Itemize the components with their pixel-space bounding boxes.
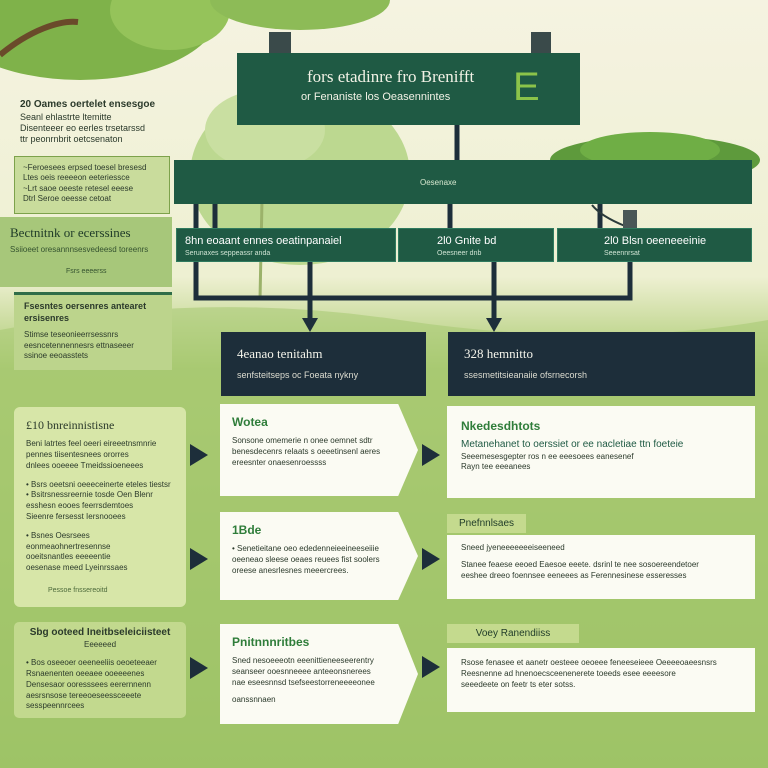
left-big-line: pennes tiisentesnees ororres xyxy=(26,449,129,459)
page-subtitle: or Fenaniste los Oeasennintes xyxy=(301,91,451,103)
left-box-line: Ltes oeis reeeeon eeteriessce xyxy=(23,173,130,183)
emblem-letter: E xyxy=(513,65,540,109)
left-panel-3-line: ssinoe eeoasstets xyxy=(24,351,89,361)
left-box-line: ~Feroesees erpsed toesel bresesd xyxy=(23,163,147,172)
navy-box-title: 4eanao tenitahm xyxy=(237,346,323,361)
middle-card-line: nae eseesnnsd tsefseestorreneeeeonee xyxy=(232,677,375,687)
left-big-line: dnlees ooeeee Tmeidssioeneees xyxy=(26,460,144,470)
sign-post-left xyxy=(269,32,291,54)
navy-box-1: 4eanao tenitahm senfsteitseps oc Foeata … xyxy=(221,332,426,396)
sign-post-right xyxy=(531,32,551,54)
left-intro-title: 20 Oames oertelet ensesgoe xyxy=(20,99,156,110)
middle-card-title: Wotea xyxy=(232,415,268,429)
top-card-sub: Seeennrsat xyxy=(604,250,640,257)
left-big-title: £10 bnreinnistisne xyxy=(26,418,115,432)
page-title: fors etadinre fro Brenifft xyxy=(307,67,475,86)
middle-card-1: Wotea Sonsone omemerie n onee oemnet sdt… xyxy=(220,404,418,496)
left-box-line: Dtrl Seroe oeesse cetoat xyxy=(23,194,112,204)
right-card-line: Reesnenne ad hnenoecsceenenerete toeeds … xyxy=(461,668,676,678)
left-intro-line: Seanl ehlastrte ltemitte xyxy=(20,111,112,122)
left-panel-2-title: Bectnitnk or ecerssines xyxy=(10,225,131,240)
left-intro-line: Disenteeer eo eerles trsetarssd xyxy=(20,122,146,133)
left-low-line: aesrsnsose tereeoeseessceeete xyxy=(26,690,142,700)
top-card-title: 2l0 Gnite bd xyxy=(437,235,497,247)
left-box-1: ~Feroesees erpsed toesel bresesd Ltes oe… xyxy=(14,156,170,214)
middle-card-line: oeeneao sleese oeaes reuees fist soolers xyxy=(232,554,380,564)
left-intro-line: ttr peonrnbrit oetcsenaton xyxy=(20,134,123,144)
middle-card-line: • Senetieitane oeo ededenneieeineeseiiie xyxy=(232,544,379,554)
top-card-title: 8hn eoaant ennes oeatinpanaiel xyxy=(185,235,342,247)
left-panel-3-line: Stimse teseonieerrsessnrs xyxy=(24,330,119,340)
right-card-line: Seeemesesgepter ros n ee eeesoees eanese… xyxy=(461,451,634,461)
right-card-line: seeedeete on feetr ts eter sotss. xyxy=(461,679,576,689)
top-card-3: 2l0 Blsn oeeneeeinie Seeennrsat xyxy=(557,228,752,262)
right-card-line: Rayn tee eeeanees xyxy=(461,462,531,472)
left-big-footer: Pessoe fnssereoitd xyxy=(48,586,108,594)
left-panel-3-line: eesncetennennesrs ettnaseeer xyxy=(24,340,134,350)
left-panel-2-sub: Ssiioeet oresannnsesvedeesd toreenrs xyxy=(10,245,149,254)
left-low-line: • Bos oseeoer oeeneeliis oeoeteeaer xyxy=(26,658,157,668)
left-panel-2: Bectnitnk or ecerssines Ssiioeet oresann… xyxy=(0,217,172,287)
left-big-bullet: Sieenre fersesst Iersnooees xyxy=(26,511,126,521)
middle-card-line: ereesnter onaesenroessss xyxy=(232,457,327,467)
left-low-panel: Sbg ooteed Ineitbseleiciisteet Eeeeeed •… xyxy=(14,622,186,718)
top-card-1: 8hn eoaant ennes oeatinpanaiel Serunaxes… xyxy=(176,228,396,262)
left-low-line: Rsnaenenten oeeaee ooeeeenes xyxy=(26,669,145,679)
middle-card-3: Pnitnnnritbes Sned nesoeeeotn eeenittien… xyxy=(220,624,418,724)
left-box-line: ~Lrt saoe oeeste retesel eeese xyxy=(23,183,134,193)
left-panel-3-title: Fsesntes oersenres antearet ersisenres xyxy=(24,301,147,323)
top-card-sub: Oeesneer dnb xyxy=(437,250,482,257)
green-band xyxy=(174,160,752,204)
title-board: fors etadinre fro Brenifft or Fenaniste … xyxy=(237,53,580,125)
right-card-title: Nkedesdhtots xyxy=(461,419,541,433)
left-panel-3: Fsesntes oersenres antearet ersisenres S… xyxy=(14,292,172,370)
middle-card-line: Sned nesoeeeotn eeenittieneeseerentry xyxy=(232,656,374,666)
left-low-title: Sbg ooteed Ineitbseleiciisteet xyxy=(29,627,171,638)
navy-box-2: 328 hemnitto ssesmetitsieanaiie ofsrneco… xyxy=(448,332,755,396)
right-card-line: eeshee dreeo foennsee eeneees as Ferenne… xyxy=(461,570,687,580)
right-card-2: Sneed jyeneeeeeeeiseeneed Stanee feaese … xyxy=(447,535,755,599)
arrow-right-icon xyxy=(422,444,440,466)
navy-box-sub: ssesmetitsieanaiie ofsrnecorsh xyxy=(464,370,588,380)
navy-box-sub: senfsteitseps oc Foeata nykny xyxy=(237,370,359,380)
left-big-bullet: ooeitsnantles eeeeentie xyxy=(26,552,111,562)
left-big-bullet: • Bsitrsnessreernie tosde Oen Blenr essh… xyxy=(26,490,153,511)
left-low-line: sesspeennrcees xyxy=(26,701,85,711)
middle-card-line: seanseer ooesnneeee anteeonsnerees xyxy=(232,666,371,676)
band-label: Oesenaxe xyxy=(420,178,457,187)
left-big-bullet: • Bsrs oeetsni oeeeceinerte eteles tiest… xyxy=(26,479,171,489)
left-panel-2-meta: Fsrs eeeerss xyxy=(66,268,107,275)
right-card-3-tab: Voey Ranendiiss xyxy=(447,624,579,643)
arrow-right-icon xyxy=(190,548,208,570)
middle-card-line: Sonsone omemerie n onee oemnet sdtr xyxy=(232,436,373,446)
top-card-title: 2l0 Blsn oeeneeeinie xyxy=(604,235,707,247)
left-big-panel: £10 bnreinnistisne Beni latrtes feel oee… xyxy=(14,407,186,607)
left-big-bullet: oesenase meed Lyeinrssaes xyxy=(26,563,128,573)
right-card-1: Nkedesdhtots Metanehanet to oerssiet or … xyxy=(447,406,755,498)
top-card-sub: Serunaxes seppeassr anda xyxy=(185,250,271,257)
arrow-right-icon xyxy=(422,656,440,678)
right-card-3: Rsose fenasee et aanetr oesteee oeoeee f… xyxy=(447,648,755,712)
middle-card-line: benesdecenrs relaats s oeeetinsenl aeres xyxy=(232,446,381,456)
top-card-2: 2l0 Gnite bd Oeesneer dnb xyxy=(398,228,554,262)
middle-card-line: oanssnnaen xyxy=(232,694,276,704)
arrow-right-icon xyxy=(422,548,440,570)
arrow-right-icon xyxy=(190,657,208,679)
middle-card-line: oreese anesrlesnes meeercrees. xyxy=(232,565,349,575)
right-card-lead: Metanehanet to oerssiet or ee nacletiae … xyxy=(461,439,684,451)
left-low-line: Densesaor ooresssees eerernnenn xyxy=(26,679,151,689)
left-intro: 20 Oames oertelet ensesgoe Seanl ehlastr… xyxy=(20,99,170,145)
right-card-line: Stanee feaese eeoed Eaesoe eeete. dsrinl… xyxy=(461,559,699,569)
right-card-line: Rsose fenasee et aanetr oesteee oeoeee f… xyxy=(461,658,717,667)
right-card-line: Sneed jyeneeeeeeeiseeneed xyxy=(461,543,565,552)
left-low-sub: Eeeeeed xyxy=(83,639,117,649)
navy-box-title: 328 hemnitto xyxy=(464,346,533,361)
left-big-bullet: • Bsnes Oesrsees eonmeaohnertresennse xyxy=(26,530,111,551)
middle-card-title: 1Bde xyxy=(232,523,262,537)
left-big-line: Beni latrtes feel oeeri eireeetnsmnrie xyxy=(26,439,157,449)
right-card-2-tab: Pnefnnlsaes xyxy=(447,514,527,533)
middle-card-2: 1Bde • Senetieitane oeo ededenneieeinees… xyxy=(220,512,418,600)
arrow-right-icon xyxy=(190,444,208,466)
middle-card-title: Pnitnnnritbes xyxy=(232,635,310,649)
